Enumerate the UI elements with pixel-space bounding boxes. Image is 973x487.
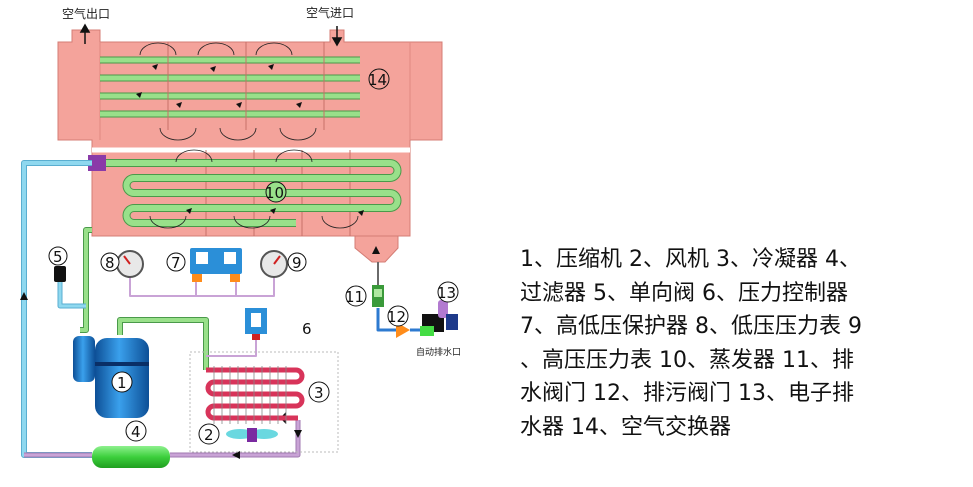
- label-8: 8: [105, 254, 115, 272]
- blowdown-valve: 12: [387, 305, 410, 338]
- check-valve: 5: [48, 246, 68, 282]
- label-9: 9: [292, 254, 302, 272]
- label-10: 10: [265, 184, 284, 202]
- air-inlet-label: 空气进口: [306, 5, 354, 20]
- label-7: 7: [171, 254, 181, 272]
- pressure-protector: 7: [166, 248, 242, 282]
- refrigeration-dryer-diagram: 空气出口 空气进口 14 10: [20, 5, 461, 468]
- label-3: 3: [314, 384, 324, 402]
- auto-drain-label: 自动排水口: [416, 346, 461, 358]
- label-12: 12: [387, 308, 406, 326]
- filter: 4: [92, 420, 170, 468]
- compressor: 1: [73, 336, 149, 418]
- condenser-unit: 3: [189, 351, 339, 453]
- high-pressure-gauge: 9: [260, 250, 307, 278]
- label-5: 5: [53, 248, 63, 266]
- label-11: 11: [345, 288, 364, 306]
- component-legend: 1、压缩机 2、风机 3、冷凝器 4、 过滤器 5、单向阀 6、压力控制器 7、…: [520, 247, 862, 440]
- fan: 2: [198, 423, 278, 445]
- pressure-controller: 6: [245, 308, 318, 340]
- low-pressure-gauge: 8: [100, 250, 144, 278]
- label-14: 14: [368, 71, 387, 89]
- label-1: 1: [117, 374, 127, 392]
- electronic-drain: 13 自动排水口: [416, 281, 461, 358]
- air-outlet-label: 空气出口: [62, 6, 110, 21]
- evaporator: 10: [91, 147, 411, 263]
- air-exchanger: 空气出口 空气进口 14: [57, 5, 443, 151]
- label-4: 4: [131, 423, 141, 441]
- evaporator-inlet-fitting: [88, 155, 106, 171]
- drain-valve: 11: [345, 285, 384, 307]
- label-6: 6: [302, 320, 312, 338]
- label-13: 13: [437, 284, 456, 302]
- label-2: 2: [204, 426, 214, 444]
